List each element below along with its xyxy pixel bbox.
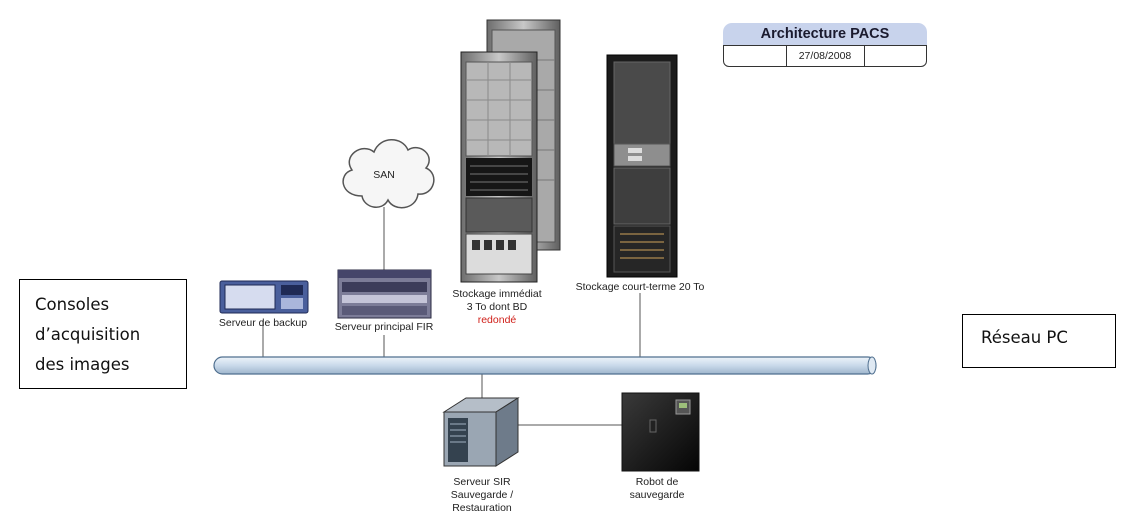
immediate-storage-label-line1: Stockage immédiat [452,288,541,300]
san-label: SAN [373,169,395,181]
immediate-storage-rack-icon [460,19,561,283]
backup-server-label: Serveur de backup [219,317,307,329]
immediate-storage-label-line2: 3 To dont BD [467,301,528,313]
consoles-line3: des images [35,355,130,374]
title-block: Architecture PACS 27/08/2008 [723,23,927,67]
san-cloud-icon [342,139,435,209]
network-bus [213,356,877,375]
consoles-line1: Consoles [35,295,110,314]
backup-server-icon [219,280,309,314]
diagram-date: 27/08/2008 [786,46,865,66]
network-pc-label: Réseau PC [981,328,1068,347]
sir-server-icon [442,397,520,467]
robot-label-line1: Robot de [636,476,679,488]
sir-server-label-line1: Serveur SIR [453,476,511,488]
short-term-storage-label: Stockage court-terme 20 To [576,281,705,293]
short-term-storage-rack-icon [606,54,678,278]
sir-server-label-line2: Sauvegarde / [451,489,514,501]
main-server-label: Serveur principal FIR [335,321,434,333]
diagram-title: Architecture PACS [723,23,927,45]
network-pc-box: Réseau PC [962,314,1116,368]
main-server-icon [337,269,432,319]
title-block-row: 27/08/2008 [723,45,927,67]
robot-label-line2: sauvegarde [630,489,685,501]
sir-server-label-line3: Restauration [452,502,512,514]
acquisition-consoles-box: Consoles d’acquisition des images [19,279,187,389]
redundant-label: redondé [478,314,517,326]
backup-robot-icon [621,392,700,472]
consoles-line2: d’acquisition [35,325,141,344]
connection-lines [262,207,641,426]
title-block-cell-empty-left [724,46,787,66]
